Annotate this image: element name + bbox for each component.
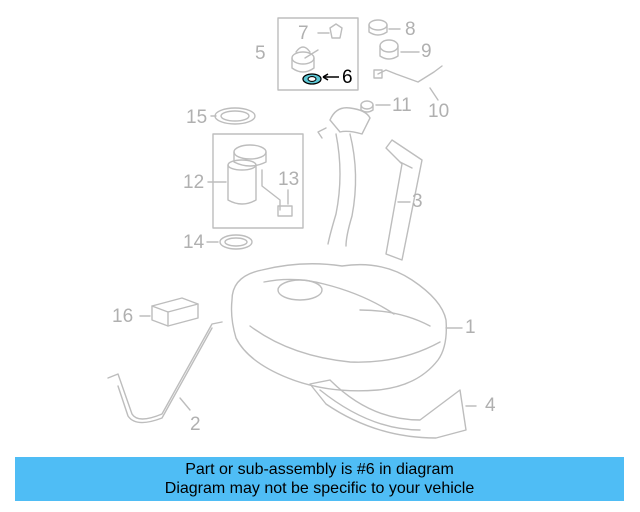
callout-3: 3 <box>412 191 423 212</box>
callout-7: 7 <box>298 23 309 44</box>
group-box-12 <box>212 133 304 229</box>
callout-4: 4 <box>485 395 496 416</box>
callout-15: 15 <box>186 107 208 128</box>
part-15-ring <box>210 107 256 125</box>
part-4-strap <box>309 379 477 439</box>
filler-neck <box>317 107 371 247</box>
part-6-highlighted <box>302 73 339 85</box>
callout-12: 12 <box>183 172 205 193</box>
callout-6: 6 <box>342 67 353 88</box>
part-11-nut <box>360 100 391 113</box>
part-14-ring <box>206 234 253 250</box>
callout-9: 9 <box>421 41 432 62</box>
part-1-tank <box>230 263 463 392</box>
callout-1: 1 <box>465 317 476 338</box>
part-12-pump <box>207 144 267 205</box>
callout-2: 2 <box>190 414 201 435</box>
info-banner: Part or sub-assembly is #6 in diagram Di… <box>15 457 624 501</box>
banner-line-2: Diagram may not be specific to your vehi… <box>164 480 475 497</box>
banner-line-1: Part or sub-assembly is #6 in diagram <box>185 461 454 478</box>
part-3-shield <box>385 139 423 261</box>
parts-diagram <box>107 17 477 439</box>
callout-14: 14 <box>183 232 205 253</box>
part-10-harness <box>373 65 443 101</box>
part-8-grommet <box>368 19 401 36</box>
part-5-cap <box>291 46 315 73</box>
group-box-5 <box>277 17 359 91</box>
callout-16: 16 <box>112 306 134 327</box>
callout-13: 13 <box>278 169 300 190</box>
part-2-strap <box>107 321 223 424</box>
callout-5: 5 <box>255 43 266 64</box>
callout-11: 11 <box>392 95 412 116</box>
callout-10: 10 <box>428 101 450 122</box>
part-9-grommet <box>379 39 420 60</box>
part-16-module <box>139 297 199 327</box>
part-13-sender <box>261 169 293 217</box>
callout-8: 8 <box>405 19 416 40</box>
